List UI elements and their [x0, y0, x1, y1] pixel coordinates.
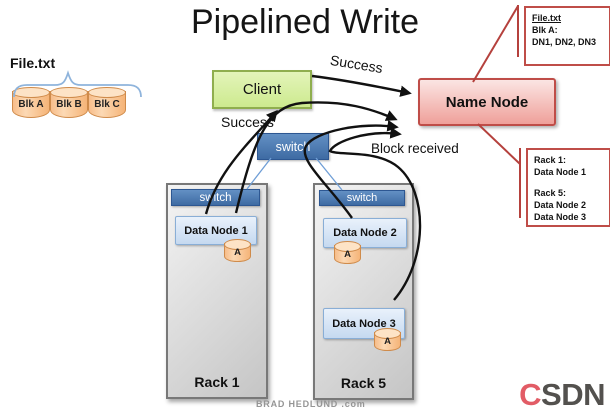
- client-node: Client: [212, 70, 312, 109]
- arrow-client-success-to-namenode: [311, 74, 412, 97]
- block-a-cylinder-icon: Blk A: [12, 87, 50, 118]
- credit-text: BRAD HEDLUND .com: [256, 399, 366, 409]
- name-node-label: Name Node: [445, 93, 529, 111]
- rack-1-switch: switch: [171, 189, 260, 206]
- block-b-label: Blk B: [56, 99, 82, 110]
- rack-5-switch-label: switch: [346, 192, 378, 204]
- callout-rack1-node: Data Node 1: [534, 166, 587, 177]
- csdn-logo-c: C: [519, 377, 542, 412]
- callout-rack5-node2: Data Node 3: [534, 211, 587, 222]
- namenode-file-mapping-callout: File.txt Blk A: DN1, DN2, DN3: [524, 6, 610, 66]
- replica-a-label: A: [234, 247, 241, 258]
- source-file-label: File.txt: [10, 55, 56, 71]
- block-b-cylinder-icon: Blk B: [50, 87, 88, 118]
- block-a-label: Blk A: [18, 99, 44, 110]
- data-node-1-label: Data Node 1: [184, 224, 248, 237]
- callout-dn-line: DN1, DN2, DN3: [532, 36, 597, 47]
- cylinder-top: [224, 239, 251, 250]
- namenode-rack-mapping-callout: Rack 1: Data Node 1 Rack 5: Data Node 2 …: [526, 148, 610, 227]
- data-node-2-label: Data Node 2: [333, 227, 397, 239]
- callout-rack5-node1: Data Node 2: [534, 199, 587, 210]
- csdn-logo-sdn: SDN: [541, 377, 605, 412]
- rack-5: Rack 5: [313, 183, 414, 400]
- success-top-label: Success: [329, 51, 384, 77]
- data-node-3-label: Data Node 3: [332, 317, 396, 330]
- core-switch-label: switch: [275, 139, 311, 154]
- leader-namenode-to-rack-callout: [477, 123, 521, 218]
- callout-file-title: File.txt: [532, 13, 562, 23]
- client-label: Client: [242, 81, 282, 98]
- block-c-cylinder-icon: Blk C: [88, 87, 126, 118]
- name-node: Name Node: [418, 78, 556, 126]
- cylinder-top: [374, 328, 401, 339]
- replica-a-label: A: [344, 249, 351, 260]
- data-node-3-block-a-icon: A: [374, 328, 401, 351]
- replica-a-label: A: [384, 336, 391, 347]
- diagram-title: Pipelined Write: [190, 3, 420, 41]
- callout-rack5-line: Rack 5:: [534, 187, 567, 198]
- data-node-1: Data Node 1: [175, 216, 257, 245]
- block-received-label: Block received: [371, 141, 459, 156]
- rack-5-label: Rack 5: [340, 375, 387, 391]
- callout-spacer: [534, 179, 609, 188]
- data-node-2-block-a-icon: A: [334, 241, 361, 264]
- rack-1-switch-label: switch: [199, 191, 232, 204]
- success-left-label: Success: [221, 114, 274, 130]
- callout-blk-line: Blk A:: [532, 24, 558, 35]
- data-node-1-block-a-icon: A: [224, 239, 251, 262]
- core-switch: switch: [257, 133, 329, 160]
- callout-rack1-line: Rack 1:: [534, 155, 567, 165]
- block-c-label: Blk C: [94, 99, 120, 110]
- csdn-logo: CSDN: [519, 377, 605, 413]
- rack-5-switch: switch: [319, 190, 405, 206]
- rack-1-label: Rack 1: [194, 374, 240, 390]
